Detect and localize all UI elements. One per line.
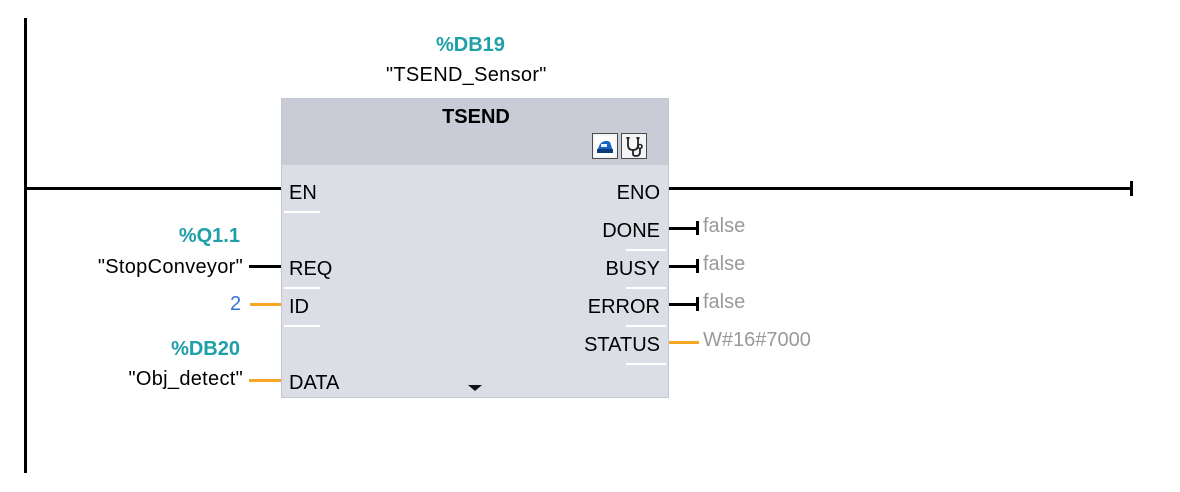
pin-tick bbox=[626, 287, 666, 289]
pin-en-label: EN bbox=[289, 182, 317, 204]
diagnostics-icon[interactable] bbox=[621, 133, 647, 159]
done-value: false bbox=[703, 215, 746, 237]
pin-id-label: ID bbox=[289, 296, 309, 318]
done-wire bbox=[669, 227, 697, 230]
status-wire bbox=[669, 341, 699, 344]
en-wire bbox=[26, 187, 281, 190]
pin-status-label: STATUS bbox=[584, 334, 660, 356]
data-address[interactable]: %DB20 bbox=[171, 338, 240, 360]
pin-tick bbox=[284, 211, 320, 213]
done-wire-end bbox=[696, 221, 699, 235]
data-wire bbox=[249, 379, 281, 382]
pin-tick bbox=[626, 325, 666, 327]
pin-done-label: DONE bbox=[602, 220, 660, 242]
req-wire bbox=[249, 265, 281, 268]
error-value: false bbox=[703, 291, 746, 313]
setup-icon[interactable] bbox=[592, 133, 618, 159]
eno-wire-end bbox=[1130, 181, 1133, 196]
pin-eno-label: ENO bbox=[616, 182, 660, 204]
error-wire-end bbox=[696, 297, 699, 311]
status-value: W#16#7000 bbox=[703, 329, 811, 351]
error-wire bbox=[669, 303, 697, 306]
busy-value: false bbox=[703, 253, 746, 275]
id-constant[interactable]: 2 bbox=[230, 293, 242, 315]
instance-db-address[interactable]: %DB19 bbox=[436, 34, 505, 56]
block-header: TSEND bbox=[282, 99, 668, 165]
busy-wire-end bbox=[696, 259, 699, 273]
req-symbol[interactable]: "StopConveyor" bbox=[97, 256, 243, 278]
pin-busy-label: BUSY bbox=[605, 258, 660, 280]
busy-wire bbox=[669, 265, 697, 268]
eno-wire bbox=[669, 187, 1132, 190]
pin-tick bbox=[626, 363, 666, 365]
pin-data-label: DATA bbox=[289, 372, 340, 394]
req-address[interactable]: %Q1.1 bbox=[178, 225, 240, 247]
instance-db-name[interactable]: "TSEND_Sensor" bbox=[386, 64, 547, 86]
id-wire bbox=[250, 303, 281, 306]
pin-tick bbox=[626, 249, 666, 251]
tsend-block[interactable]: TSEND EN REQ ID DATA ENO DONE BUSY bbox=[281, 98, 669, 398]
pin-req-label: REQ bbox=[289, 258, 333, 280]
pin-tick bbox=[284, 287, 320, 289]
pin-tick bbox=[284, 325, 320, 327]
left-power-rail bbox=[24, 18, 27, 473]
block-type-name: TSEND bbox=[442, 106, 510, 128]
expand-arrow-icon[interactable] bbox=[468, 385, 482, 391]
data-symbol[interactable]: "Obj_detect" bbox=[128, 368, 243, 390]
pin-error-label: ERROR bbox=[587, 296, 660, 318]
